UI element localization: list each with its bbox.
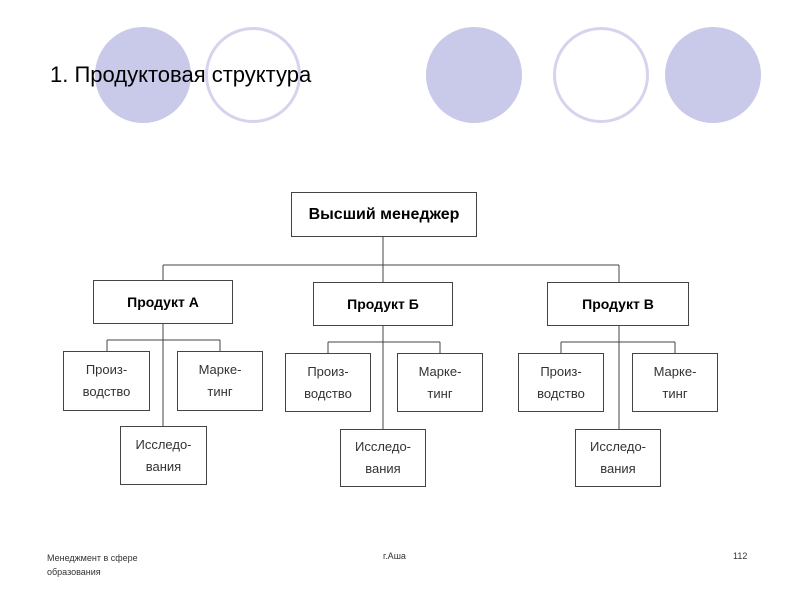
decor-circle-3	[426, 27, 522, 123]
org-node-label: Марке- тинг	[418, 363, 462, 401]
org-node-label: Марке- тинг	[653, 363, 697, 401]
decor-circle-4	[553, 27, 649, 123]
org-node-label: Произ- водство	[82, 362, 131, 399]
org-node-label: Исследо- вания	[135, 436, 192, 474]
org-node-product-a: Продукт А	[93, 280, 233, 324]
org-node-label: Марке- тинг	[198, 362, 242, 399]
slide-title: 1. Продуктовая структура	[50, 62, 312, 87]
decor-circle-2	[205, 27, 301, 123]
org-node-product-b: Продукт Б	[313, 282, 453, 326]
org-node-label: Продукт Б	[347, 296, 419, 312]
org-node-label: Произ- водство	[537, 363, 585, 401]
org-node-label: Продукт В	[582, 296, 654, 312]
org-node-label: Высший менеджер	[308, 205, 460, 223]
org-node-a-production: Произ- водство	[63, 351, 150, 411]
org-node-b-marketing: Марке- тинг	[397, 353, 483, 412]
org-node-v-production: Произ- водство	[518, 353, 604, 412]
decor-circle-5	[665, 27, 761, 123]
org-node-b-research: Исследо- вания	[340, 429, 426, 487]
org-node-b-production: Произ- водство	[285, 353, 371, 412]
org-node-v-research: Исследо- вания	[575, 429, 661, 487]
org-node-label: Произ- водство	[304, 363, 352, 401]
org-node-v-marketing: Марке- тинг	[632, 353, 718, 412]
org-node-a-research: Исследо- вания	[120, 426, 207, 485]
org-node-a-marketing: Марке- тинг	[177, 351, 263, 411]
org-node-label: Исследо- вания	[354, 439, 412, 476]
footer-location: г.Аша	[383, 551, 406, 561]
org-node-product-v: Продукт В	[547, 282, 689, 326]
org-node-top-manager: Высший менеджер	[291, 192, 477, 237]
footer-course-title: Менеджмент в сфере образования	[47, 553, 138, 577]
decor-circle-1	[95, 27, 191, 123]
footer-page-number: 112	[733, 551, 748, 561]
org-node-label: Продукт А	[127, 294, 199, 310]
org-node-label: Исследо- вания	[589, 439, 647, 476]
